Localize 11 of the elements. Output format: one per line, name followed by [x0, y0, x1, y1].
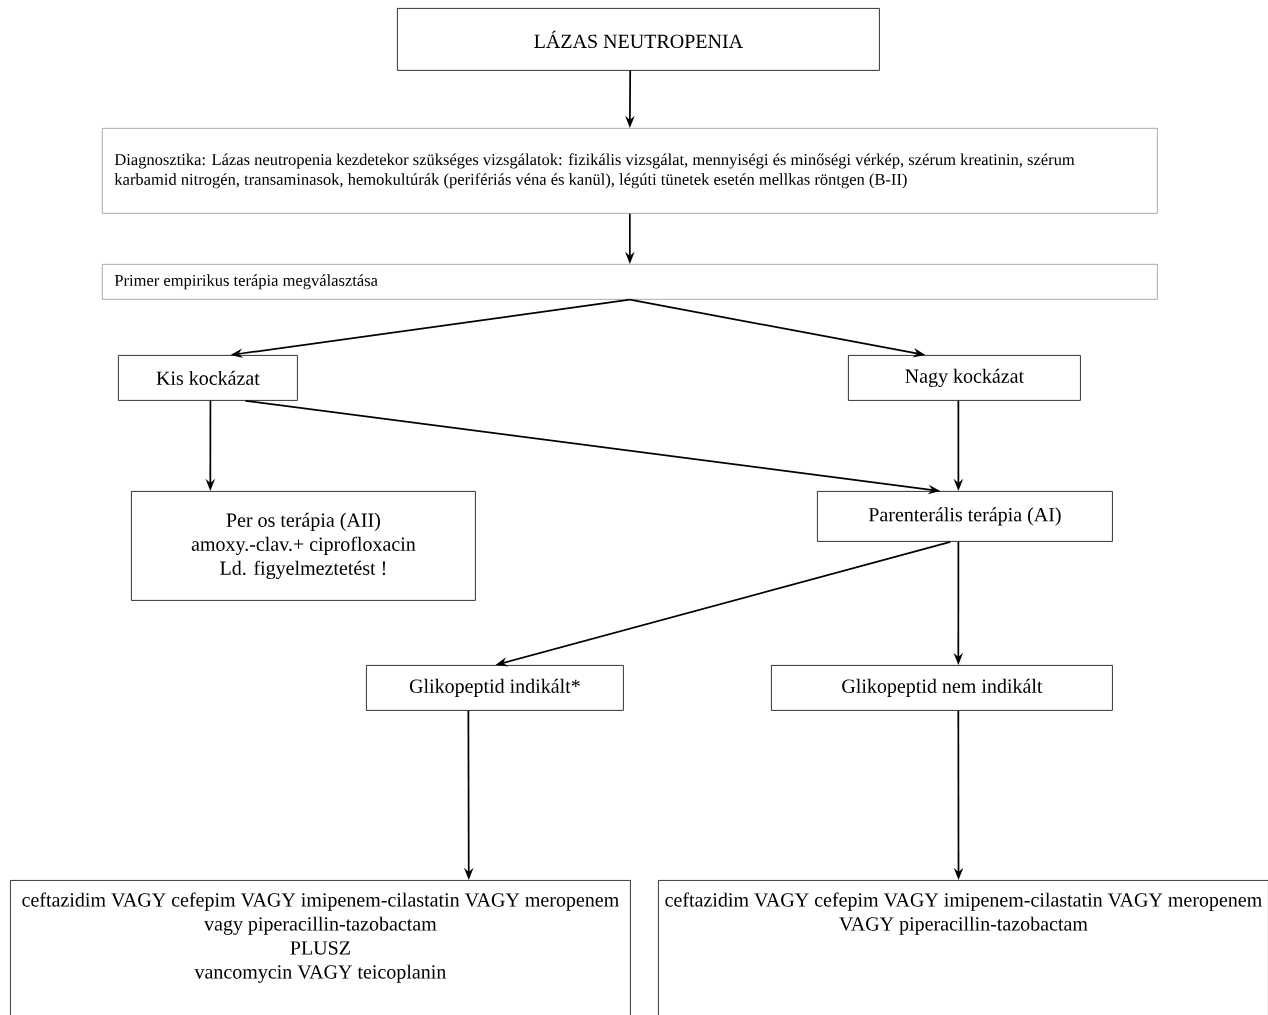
title-box: LÁZAS NEUTROPENIA	[397, 8, 880, 71]
process-box: ceftazidim VAGY cefepim VAGY imipenem-cilastatin VAGY meropenem VAGY piperacillin-tazobactam	[658, 880, 1268, 1015]
process-box: Glikopeptid indikált*	[366, 665, 624, 711]
process-box: Glikopeptid nem indikált	[771, 665, 1113, 711]
process-box: Per os terápia (AII) amoxy.-clav.+ ciprofloxacin Ld. figyelmeztetést !	[131, 491, 476, 601]
process-box: Nagy kockázat	[848, 355, 1081, 401]
process-box: Diagnosztika: Lázas neutropenia kezdetekor szükséges vizsgálatok: fizikális vizsgálat, mennyiségi és minőségi vérkép, szérum kreatinin, szérum karbamid nitrogén, transaminasok, hemokultúrák (perifériás véna és kanül), légúti tünetek esetén mellkas röntgen (B-II)	[102, 128, 1158, 214]
process-box: Primer empirikus terápia megválasztása	[102, 264, 1158, 300]
process-box: ceftazidim VAGY cefepim VAGY imipenem-cilastatin VAGY meropenem vagy piperacillin-tazobactam PLUSZ vancomycin VAGY teicoplanin	[10, 880, 631, 1015]
process-box: Kis kockázat	[118, 355, 298, 401]
process-box: Parenterális terápia (AI)	[817, 491, 1113, 542]
